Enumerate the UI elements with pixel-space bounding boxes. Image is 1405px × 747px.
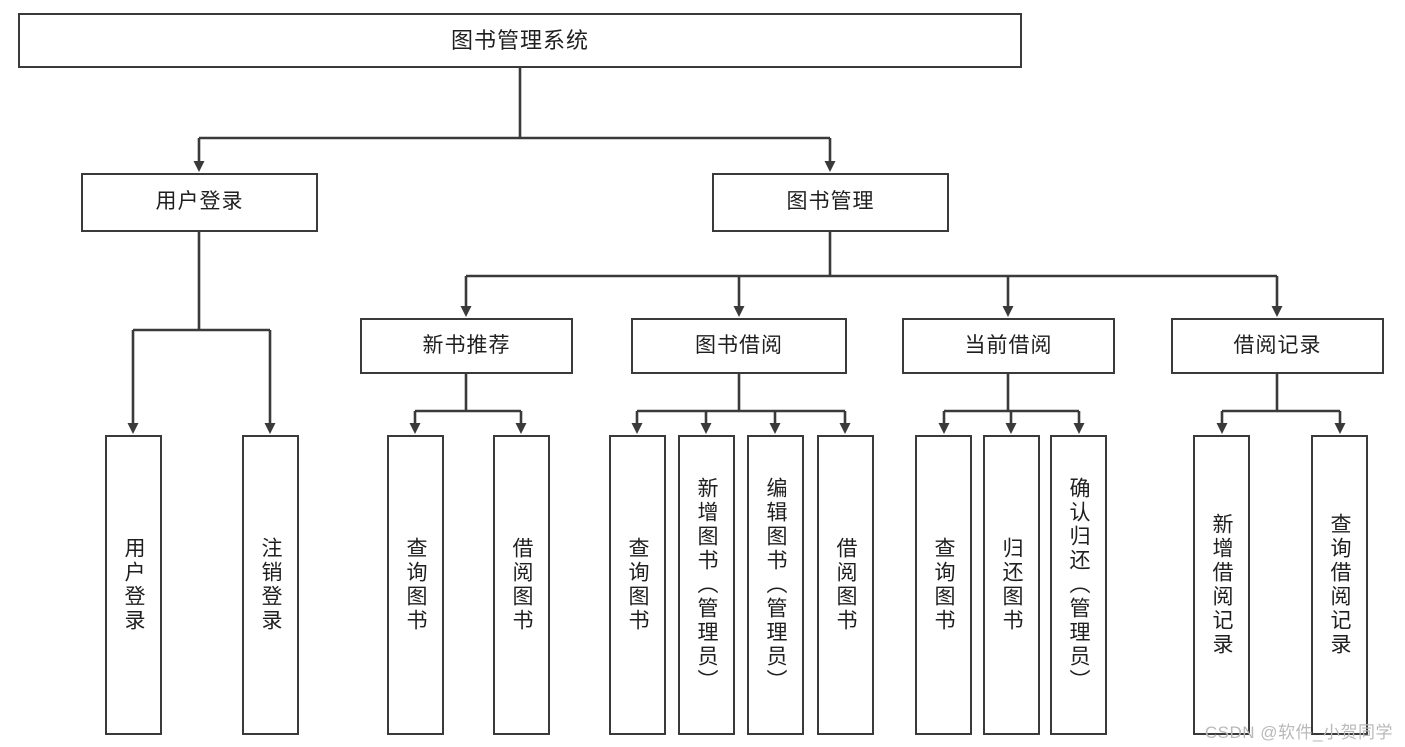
node-leaf-query-book-rec[interactable]: 查询图书 (387, 435, 444, 735)
node-current-borrow[interactable]: 当前借阅 (902, 318, 1115, 374)
node-book-borrow-label: 图书借阅 (695, 333, 783, 357)
node-leaf-edit-book-admin[interactable]: 编辑图书（管理员） (747, 435, 804, 735)
node-leaf-query-book-rec-label: 查询图书 (404, 537, 427, 633)
watermark-text: CSDN @软件_小贺同学 (1204, 723, 1393, 742)
node-leaf-confirm-return-admin[interactable]: 确认归还（管理员） (1050, 435, 1107, 735)
node-leaf-query-book-current[interactable]: 查询图书 (915, 435, 972, 735)
node-leaf-borrow-book-rec[interactable]: 借阅图书 (493, 435, 550, 735)
node-leaf-user-login[interactable]: 用户登录 (105, 435, 162, 735)
node-borrow-record-label: 借阅记录 (1233, 333, 1322, 357)
node-leaf-logout-label: 注销登录 (259, 537, 282, 633)
node-leaf-add-book-admin-label: 新增图书（管理员） (695, 477, 718, 693)
node-leaf-add-borrow-record[interactable]: 新增借阅记录 (1193, 435, 1250, 735)
node-leaf-return-book[interactable]: 归还图书 (983, 435, 1040, 735)
node-root-label: 图书管理系统 (450, 27, 589, 53)
node-leaf-user-login-label: 用户登录 (122, 537, 145, 633)
node-new-book-recommend[interactable]: 新书推荐 (360, 318, 573, 374)
node-leaf-query-book-borrow[interactable]: 查询图书 (609, 435, 666, 735)
node-leaf-borrow-book-label: 借阅图书 (834, 537, 857, 633)
node-book-manage-label: 图书管理 (786, 190, 875, 214)
node-leaf-borrow-book-rec-label: 借阅图书 (510, 537, 533, 633)
node-user-login[interactable]: 用户登录 (81, 173, 318, 232)
node-book-borrow[interactable]: 图书借阅 (631, 318, 847, 374)
node-new-book-recommend-label: 新书推荐 (422, 333, 511, 357)
node-current-borrow-label: 当前借阅 (964, 333, 1053, 357)
node-leaf-query-borrow-record[interactable]: 查询借阅记录 (1311, 435, 1368, 735)
node-leaf-logout[interactable]: 注销登录 (242, 435, 299, 735)
node-leaf-query-borrow-record-label: 查询借阅记录 (1328, 513, 1351, 657)
node-leaf-borrow-book[interactable]: 借阅图书 (817, 435, 874, 735)
node-leaf-return-book-label: 归还图书 (1000, 537, 1023, 633)
node-root[interactable]: 图书管理系统 (18, 13, 1022, 68)
node-leaf-confirm-return-admin-label: 确认归还（管理员） (1067, 477, 1090, 693)
node-book-manage[interactable]: 图书管理 (712, 173, 949, 232)
node-leaf-edit-book-admin-label: 编辑图书（管理员） (764, 477, 787, 693)
node-user-login-label: 用户登录 (155, 190, 244, 214)
node-borrow-record[interactable]: 借阅记录 (1171, 318, 1384, 374)
node-leaf-query-book-borrow-label: 查询图书 (626, 537, 649, 633)
node-leaf-add-borrow-record-label: 新增借阅记录 (1210, 513, 1233, 657)
node-leaf-add-book-admin[interactable]: 新增图书（管理员） (678, 435, 735, 735)
node-leaf-query-book-current-label: 查询图书 (932, 537, 955, 633)
